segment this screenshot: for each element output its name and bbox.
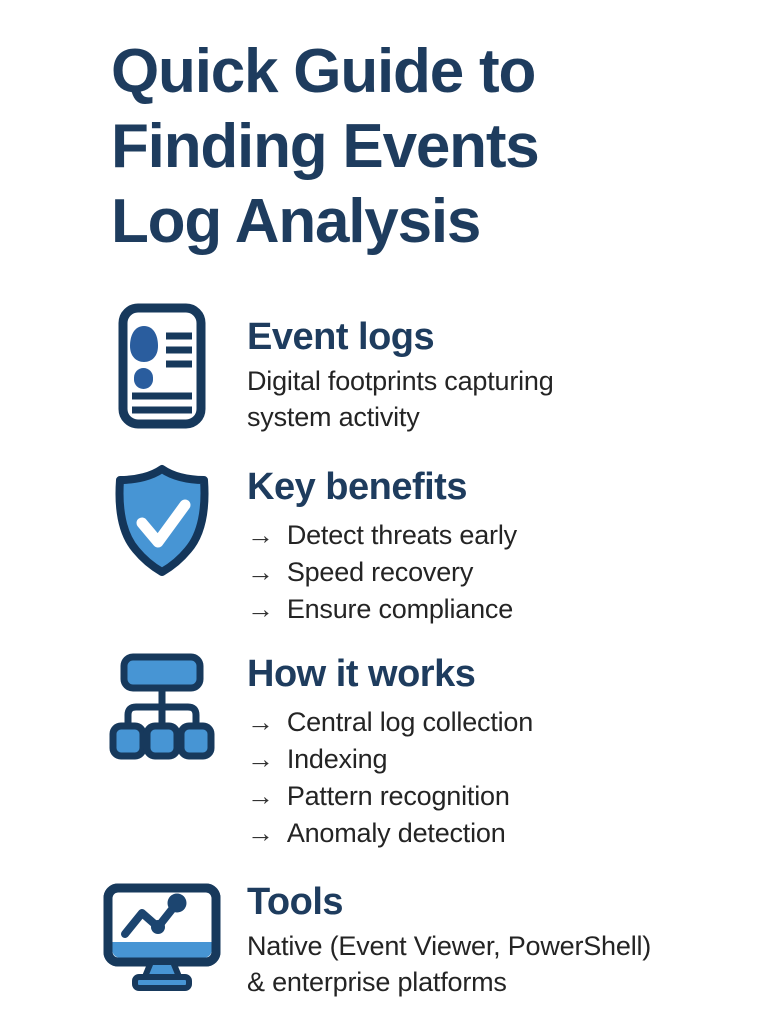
section-heading: Event logs <box>247 316 435 358</box>
list-item: → Central log collection <box>247 704 725 741</box>
arrow-icon: → <box>247 781 274 811</box>
event-log-document-icon <box>96 303 228 429</box>
section-heading: Key benefits <box>247 466 467 508</box>
section-tools: Tools Native (Event Viewer, PowerShell) … <box>96 879 725 1000</box>
arrow-icon: → <box>247 707 274 737</box>
page-title-line: Finding Events <box>111 112 540 181</box>
section-description: Native (Event Viewer, PowerShell) & ente… <box>247 931 652 997</box>
arrow-icon: → <box>247 557 274 587</box>
section-key-benefits: Key benefits → Detect threats early → Sp… <box>96 460 725 628</box>
shield-check-icon <box>96 460 228 580</box>
monitor-line-chart-icon <box>96 879 228 994</box>
page-title-line: Log Analysis <box>111 187 481 256</box>
list-item-label: Ensure compliance <box>286 594 514 624</box>
page-title-line: Quick Guide to <box>111 37 536 106</box>
list-item: → Ensure compliance <box>247 591 725 628</box>
how-it-works-list: → Central log collection → Indexing → Pa… <box>247 704 725 852</box>
arrow-icon: → <box>247 520 274 550</box>
benefits-list: → Detect threats early → Speed recovery … <box>247 517 725 628</box>
arrow-icon: → <box>247 594 274 624</box>
hierarchy-flowchart-icon <box>96 648 228 762</box>
section-how-it-works: How it works → Central log collection → … <box>96 648 725 852</box>
list-item-label: Pattern recognition <box>286 781 510 811</box>
section-heading: Tools <box>247 881 344 923</box>
list-item: → Indexing <box>247 741 725 778</box>
page-title: Quick Guide to Finding Events Log Analys… <box>111 34 540 259</box>
list-item-label: Anomaly detection <box>286 818 506 848</box>
list-item: → Detect threats early <box>247 517 725 554</box>
arrow-icon: → <box>247 818 274 848</box>
section-event-logs: Event logs Digital footprints capturing … <box>96 303 725 435</box>
list-item: → Speed recovery <box>247 554 725 591</box>
list-item-label: Speed recovery <box>286 557 474 587</box>
list-item-label: Detect threats early <box>286 520 517 550</box>
arrow-icon: → <box>247 744 274 774</box>
list-item: → Pattern recognition <box>247 778 725 815</box>
section-description: Digital footprints capturing system acti… <box>247 366 554 432</box>
list-item-label: Indexing <box>286 744 388 774</box>
section-heading: How it works <box>247 653 476 695</box>
list-item-label: Central log collection <box>286 707 534 737</box>
list-item: → Anomaly detection <box>247 815 725 852</box>
